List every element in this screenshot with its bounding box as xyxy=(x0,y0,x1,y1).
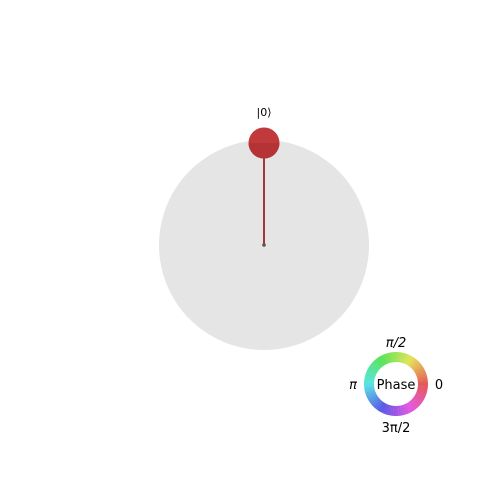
phase-wheel-segment xyxy=(368,365,378,374)
phase-wheel-segment xyxy=(405,403,413,414)
phase-wheel-segment xyxy=(417,378,428,383)
phase-wheel-segment xyxy=(371,361,381,370)
phase-wheel-segment xyxy=(405,354,412,365)
phase-top-label: π/2 xyxy=(386,336,406,351)
phase-wheel-segment xyxy=(373,399,382,409)
phase-center-label: Phase xyxy=(377,378,416,393)
phase-wheel-segment xyxy=(397,405,402,416)
phase-wheel-segment xyxy=(416,372,427,379)
phase-wheel-segment xyxy=(415,370,427,377)
phase-wheel-segment xyxy=(375,357,384,368)
phase-wheel-segment xyxy=(364,381,375,385)
phase-wheel-segment xyxy=(379,354,387,365)
phase-wheel-segment xyxy=(365,370,377,377)
phase-wheel-segment xyxy=(365,389,376,396)
phase-wheel-segment xyxy=(369,396,380,405)
phase-wheel-segment xyxy=(380,403,387,414)
phase-left-label: π xyxy=(349,378,357,393)
phase-wheel-segment xyxy=(411,361,421,370)
phase-wheel-segment xyxy=(417,385,428,390)
phase-wheel-segment xyxy=(417,375,428,381)
phase-wheel-segment xyxy=(387,352,393,363)
phase-wheel-segment xyxy=(415,367,426,375)
phase-wheel-segment xyxy=(417,387,428,393)
state-label: |0⟩ xyxy=(257,106,272,119)
phase-wheel-segment xyxy=(411,398,421,407)
phase-wheel-segment xyxy=(371,398,381,407)
phase-wheel-segment xyxy=(384,353,391,364)
phase-wheel-segment xyxy=(401,404,408,415)
phase-wheel-segment xyxy=(382,403,389,415)
phase-wheel-segment xyxy=(408,400,417,411)
state-marker-shade xyxy=(248,143,280,159)
phase-wheel-segment xyxy=(416,389,427,395)
phase-wheel-segment xyxy=(366,393,377,401)
phase-wheel-segment xyxy=(397,352,402,363)
phase-wheel-segment xyxy=(417,383,429,387)
phase-wheel-segment xyxy=(399,352,405,363)
phase-wheel-segment xyxy=(373,359,382,369)
phase-wheel-segment xyxy=(365,391,377,398)
phase-wheel-segment xyxy=(410,359,419,369)
phase-wheel-segment xyxy=(399,405,405,416)
phase-wheel-segment xyxy=(364,378,375,383)
phase-wheel-segment xyxy=(390,405,395,416)
phase-wheel-segment xyxy=(366,368,377,375)
phase-wheel-segment xyxy=(413,365,424,373)
phase-wheel-segment xyxy=(415,393,426,400)
phase-wheel-segment xyxy=(393,405,397,416)
phase-wheel-segment xyxy=(387,405,393,416)
phase-wheel-segment xyxy=(364,385,375,390)
phase-wheel-segment xyxy=(390,352,395,363)
phase-wheel-segment xyxy=(364,375,375,381)
sphere-center-dot xyxy=(262,243,266,247)
phase-wheel-segment xyxy=(403,403,410,415)
phase-bottom-label: 3π/2 xyxy=(382,421,411,436)
phase-wheel-segment xyxy=(407,401,415,412)
phase-wheel-segment xyxy=(415,391,427,398)
phase-wheel-segment xyxy=(412,396,423,405)
phase-wheel-segment xyxy=(368,395,379,403)
phase-wheel-segment xyxy=(395,352,399,363)
phase-wheel-segment xyxy=(408,357,417,368)
phase-wheel-segment xyxy=(406,356,415,366)
phase-wheel-segment xyxy=(401,353,407,364)
phase-wheel-segment xyxy=(364,387,375,393)
phase-wheel-segment xyxy=(403,353,410,365)
phase-wheel-segment xyxy=(414,394,424,403)
phase-right-label: 0 xyxy=(435,378,443,393)
phase-wheel-segment xyxy=(369,363,380,372)
phase-wheel-segment xyxy=(412,363,423,372)
phase-wheel-segment xyxy=(365,373,376,379)
phase-wheel-segment xyxy=(375,400,384,411)
phase-wheel-segment xyxy=(377,356,385,367)
phase-wheel-segment xyxy=(410,399,419,409)
phase-wheel-segment xyxy=(377,402,386,412)
phase-color-wheel xyxy=(364,352,429,416)
phase-wheel-segment xyxy=(382,353,389,365)
phase-wheel-segment xyxy=(385,404,391,415)
